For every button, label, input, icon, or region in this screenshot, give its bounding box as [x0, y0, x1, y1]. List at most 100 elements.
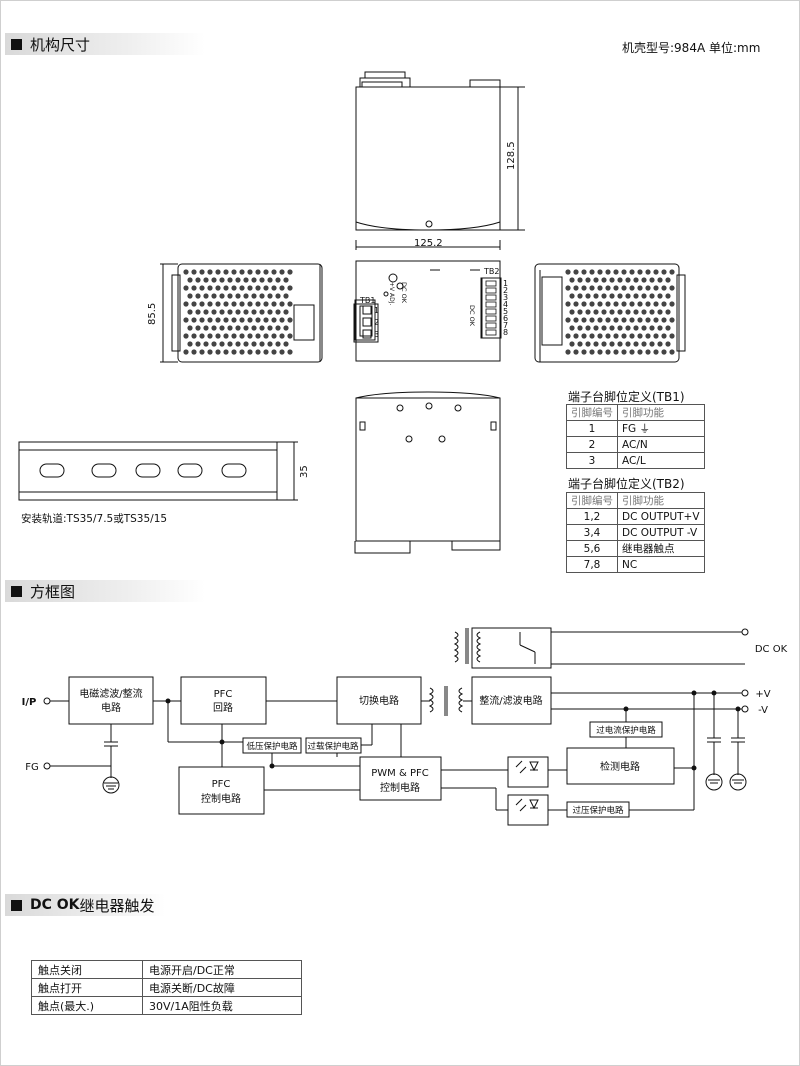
vent-hole	[239, 285, 245, 291]
vent-hole	[661, 269, 667, 275]
tb1-pin: 3	[374, 330, 379, 339]
relay-table: 触点关闭电源开启/DC正常 触点打开电源关断/DC故障 触点(最大.)30V/1…	[31, 960, 302, 1015]
tb2-pin: 5	[503, 307, 508, 316]
tb2-pin: 1	[503, 279, 508, 288]
vent-hole	[263, 285, 269, 291]
vent-hole	[223, 301, 229, 307]
vent-hole	[255, 269, 261, 275]
vent-hole	[207, 285, 213, 291]
section-title-prefix: DC OK	[30, 897, 80, 913]
vent-hole	[657, 309, 663, 315]
dc-ok-label: DC OK	[400, 282, 408, 304]
vent-hole	[255, 301, 261, 307]
tb2-pin: 7	[503, 321, 508, 330]
table-cell: AC/L	[617, 452, 705, 469]
vent-hole	[625, 293, 631, 299]
vent-hole	[287, 333, 293, 339]
vent-hole	[187, 293, 193, 299]
vent-hole	[271, 269, 277, 275]
pfc-ctrl-box	[178, 766, 265, 815]
section-title: 方框图	[30, 582, 76, 601]
vent-hole	[187, 277, 193, 283]
vent-hole	[621, 301, 627, 307]
vent-hole	[259, 309, 265, 315]
vent-hole	[183, 333, 189, 339]
vent-hole	[613, 349, 619, 355]
section-title-suffix: 继电器触发	[79, 896, 155, 915]
vent-hole	[597, 333, 603, 339]
vent-hole	[669, 269, 675, 275]
vent-hole	[287, 269, 293, 275]
vent-hole	[231, 285, 237, 291]
rect-label: 整流/滤波电路	[479, 694, 542, 707]
vent-hole	[235, 325, 241, 331]
section-header-block-diagram: 方框图	[5, 580, 205, 602]
vent-hole	[203, 309, 209, 315]
vent-hole	[195, 277, 201, 283]
vent-hole	[637, 349, 643, 355]
vent-hole	[593, 277, 599, 283]
vent-hole	[191, 317, 197, 323]
bullet-square-icon	[11, 585, 22, 597]
vent-hole	[219, 277, 225, 283]
vent-hole	[649, 309, 655, 315]
vent-hole	[235, 309, 241, 315]
vent-hole	[191, 269, 197, 275]
vent-hole	[653, 301, 659, 307]
vent-hole	[255, 349, 261, 355]
dim-rail: 35	[299, 465, 310, 478]
vent-hole	[247, 349, 253, 355]
vent-hole	[669, 317, 675, 323]
vent-hole	[287, 285, 293, 291]
vent-hole	[235, 277, 241, 283]
vent-hole	[195, 309, 201, 315]
vent-hole	[215, 349, 221, 355]
front-view	[355, 71, 525, 250]
vent-hole	[283, 325, 289, 331]
vent-hole	[231, 301, 237, 307]
vent-hole	[617, 277, 623, 283]
rail-note: 安装轨道:TS35/7.5或TS35/15	[21, 513, 168, 525]
vent-hole	[625, 277, 631, 283]
vent-hole	[605, 285, 611, 291]
vent-hole	[275, 277, 281, 283]
vent-hole	[589, 349, 595, 355]
vent-hole	[199, 285, 205, 291]
vent-hole	[593, 293, 599, 299]
tb2-table-title: 端子台脚位定义(TB2)	[568, 477, 685, 491]
vent-hole	[251, 341, 257, 347]
vent-hole	[657, 325, 663, 331]
vent-hole	[251, 309, 257, 315]
detect-box	[566, 747, 675, 785]
vent-hole	[251, 325, 257, 331]
case-info: 机壳型号:984A 单位:mm	[622, 41, 761, 55]
pwm-label: 控制电路	[380, 781, 420, 794]
tb1-pin: 1	[374, 306, 379, 315]
vent-hole	[629, 317, 635, 323]
vent-hole	[629, 285, 635, 291]
vent-hole	[565, 285, 571, 291]
ip-label: I/P	[22, 697, 37, 708]
pfc-label: PFC	[214, 689, 233, 700]
vent-hole	[585, 293, 591, 299]
vent-hole	[653, 285, 659, 291]
vent-hole	[271, 301, 277, 307]
vent-hole	[239, 349, 245, 355]
vent-hole	[275, 325, 281, 331]
vent-hole	[271, 317, 277, 323]
vent-hole	[183, 269, 189, 275]
detect-label: 检测电路	[600, 760, 640, 773]
vent-hole	[187, 309, 193, 315]
vent-hole	[605, 301, 611, 307]
vent-hole	[573, 269, 579, 275]
section-title: 机构尺寸	[30, 35, 91, 54]
vent-hole	[649, 293, 655, 299]
bottom-view	[354, 391, 501, 554]
vent-hole	[255, 333, 261, 339]
vent-hole	[621, 333, 627, 339]
tb2-dc-ok-label: DC OK	[468, 305, 476, 327]
vent-hole	[581, 333, 587, 339]
vent-hole	[661, 349, 667, 355]
plus-v-label: +V	[755, 689, 770, 700]
vent-hole	[577, 325, 583, 331]
